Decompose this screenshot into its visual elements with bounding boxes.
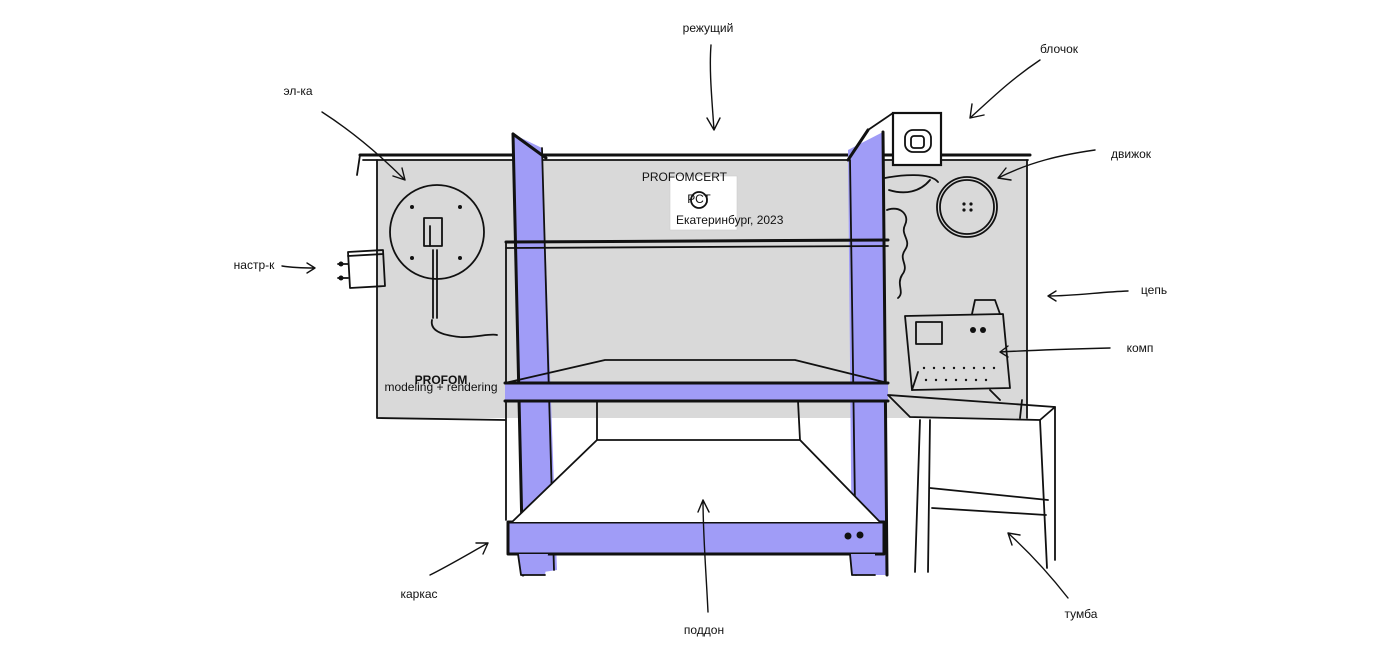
motor: [936, 176, 998, 238]
computer: [904, 299, 1011, 401]
cabinet: [887, 394, 1056, 573]
profom-logo-tagline: modeling + rendering: [384, 380, 497, 394]
electrics-unit: [389, 184, 498, 339]
label-computer: комп: [1127, 341, 1154, 355]
arrow-pulley: [969, 59, 1041, 119]
pallet: [511, 439, 881, 523]
chain: [884, 174, 939, 299]
upper-tray: [504, 359, 889, 441]
annotation-arrows: [281, 44, 1129, 613]
arrow-electrics: [321, 111, 406, 181]
arrow-cutting: [706, 44, 721, 131]
arrow-chain: [1047, 290, 1129, 302]
arrow-cabinet: [1007, 532, 1069, 599]
certificate-mark: РСТ: [687, 192, 711, 206]
certificate-header: PROFOMCERT: [642, 170, 728, 184]
label-cutting: режущий: [683, 21, 734, 35]
tuner-box: [337, 249, 386, 289]
pulley-block: [867, 111, 943, 167]
label-pallet: поддон: [684, 623, 724, 637]
main-frame: [503, 128, 890, 577]
arrow-motor: [997, 149, 1096, 181]
arrow-pallet: [697, 499, 710, 613]
label-tuner: настр-к: [234, 258, 275, 272]
label-motor: движок: [1111, 147, 1152, 161]
arrow-frame: [429, 542, 489, 576]
label-chain: цепь: [1141, 283, 1167, 297]
label-cabinet: тумба: [1065, 607, 1098, 621]
label-pulley: блочок: [1040, 42, 1079, 56]
arrow-tuner: [281, 262, 316, 274]
profom-logo: PROFOM modeling + rendering: [384, 373, 497, 394]
label-frame: каркас: [400, 587, 437, 601]
certificate-footer: Екатеринбург, 2023: [676, 213, 784, 227]
arrow-computer: [999, 345, 1111, 358]
certificate-sticker: PROFOMCERT РСТ Екатеринбург, 2023: [642, 170, 784, 231]
annotation-labels: режущий блочок эл-ка движок настр-к цепь…: [234, 21, 1167, 637]
profom-logo-name: PROFOM: [415, 373, 468, 387]
label-electrics: эл-ка: [283, 84, 312, 98]
